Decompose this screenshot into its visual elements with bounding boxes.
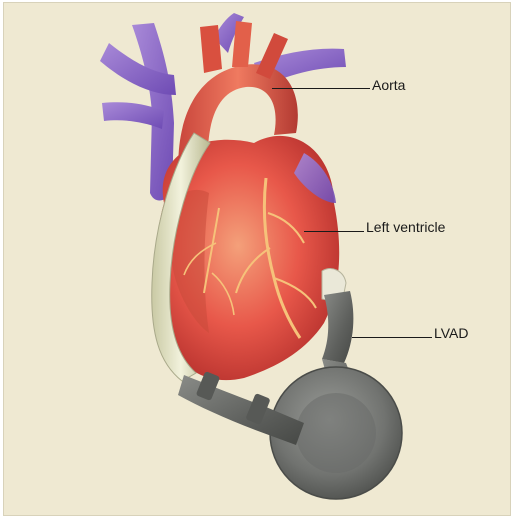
illustration-panel: Aorta Left ventricle LVAD: [3, 2, 511, 516]
left-ventricle-leader-line: [304, 231, 364, 232]
aorta-label: Aorta: [372, 77, 405, 93]
aorta-leader-line: [272, 88, 370, 89]
left-ventricle-label: Left ventricle: [366, 219, 445, 235]
lvad-label: LVAD: [434, 325, 469, 341]
heart-lvad-illustration: [4, 3, 511, 516]
lvad-leader-line: [352, 337, 432, 338]
